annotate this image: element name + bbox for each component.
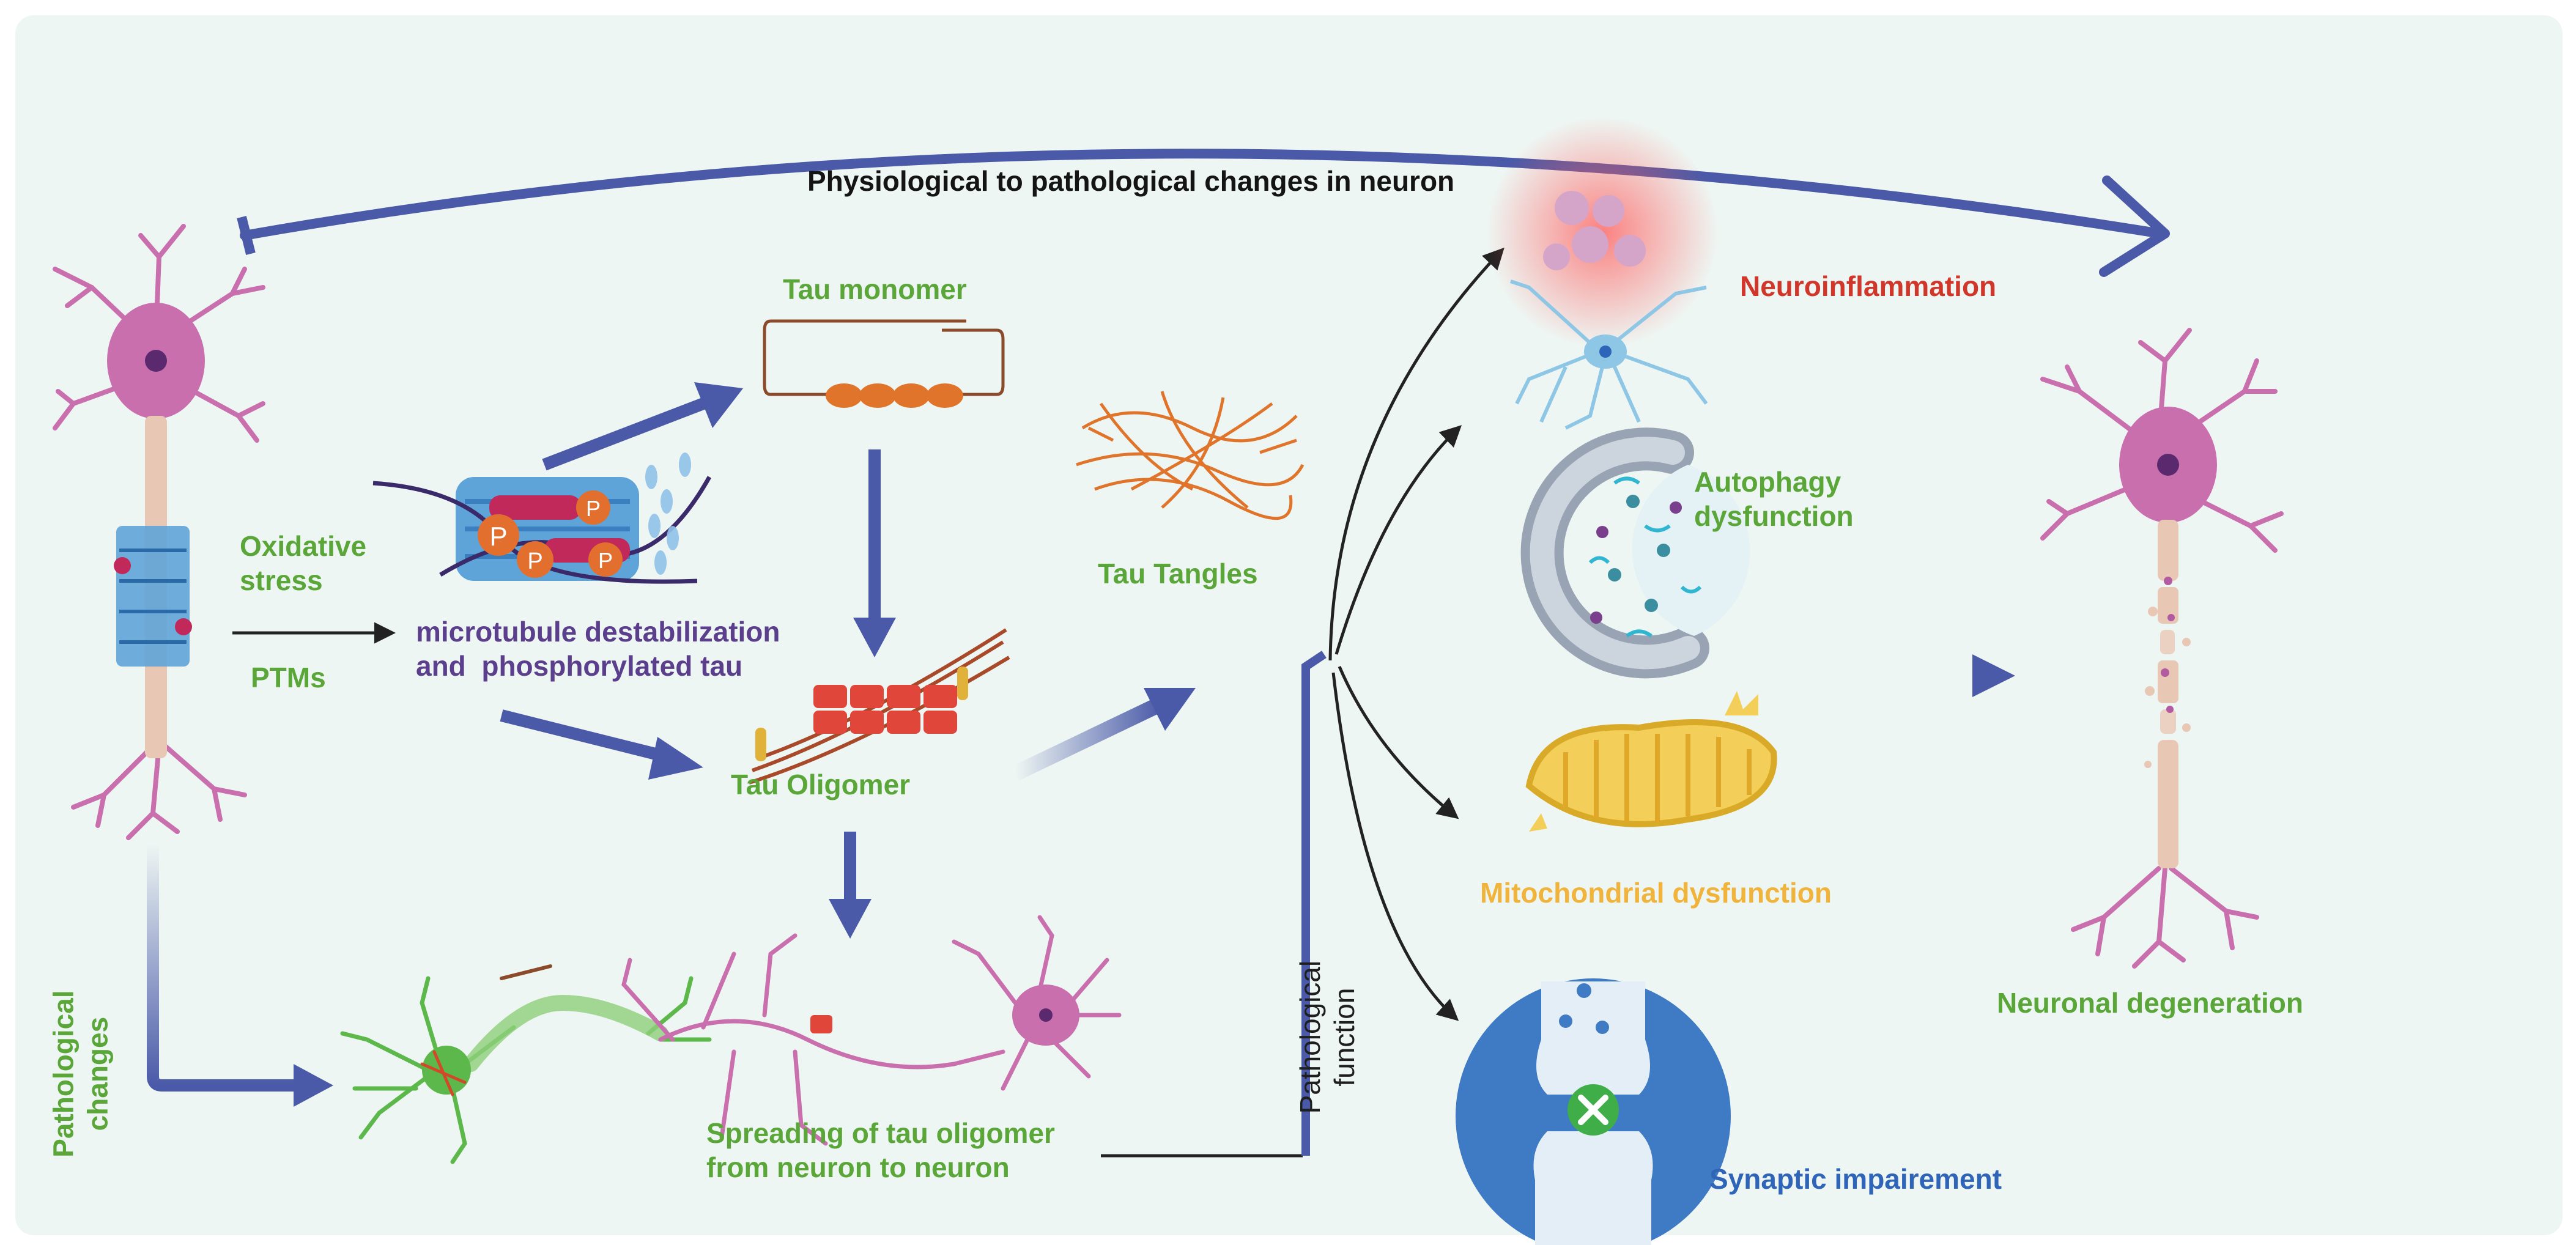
- arrow-monomer-down: [853, 449, 896, 657]
- svg-text:P: P: [489, 522, 507, 552]
- tau-monomer-label: Tau monomer: [783, 273, 967, 305]
- phospho-site-3: [576, 490, 610, 525]
- pathological-changes-label: Pathological changes: [47, 990, 114, 1158]
- oxidative-stress-label: Oxidative stress: [240, 530, 367, 597]
- neuroinflammation-label: Neuroinflammation: [1740, 270, 1997, 302]
- neuroinflammation-illustration: [1486, 116, 1719, 430]
- synaptic-label: Synaptic impairement: [1709, 1163, 2002, 1195]
- phospho-site-2: [517, 541, 553, 578]
- degenerating-neuron-right: [2040, 328, 2284, 969]
- tau-oligomer-label: Tau Oligomer: [731, 769, 911, 800]
- pathological-changes-arrow: [147, 844, 333, 1107]
- mitochondria-illustration: [1525, 691, 1777, 832]
- phospho-site-4: [588, 542, 623, 577]
- neuronal-degeneration-label: Neuronal degeneration: [1997, 987, 2303, 1019]
- svg-text:P: P: [586, 496, 601, 521]
- effect-arrows: [1328, 247, 1505, 1021]
- arrow-to-oligomer: [500, 709, 703, 780]
- pathological-function-connector: [1101, 651, 1327, 1158]
- autophagy-label: Autophagy dysfunction: [1694, 466, 1854, 533]
- microtubule-illustration: P P P P: [372, 453, 712, 584]
- arrow-to-monomer: [542, 382, 743, 471]
- top-arc-arrow: [237, 149, 2170, 277]
- top-arc-label: Physiological to pathological changes in…: [807, 165, 1455, 197]
- tau-oligomer-illustration: [749, 628, 1010, 785]
- tau-monomer-illustration: [763, 319, 1005, 408]
- phospho-site-1: [478, 514, 519, 556]
- ptms-label: PTMs: [251, 662, 326, 693]
- neuron-left-microtubule-patch: [114, 526, 192, 667]
- pathological-function-label: Pathological function: [1294, 960, 1361, 1114]
- mitochondrial-label: Mitochondrial dysfunction: [1480, 877, 1832, 909]
- arrow-oligomer-down: [829, 832, 872, 939]
- arrow-oligomer-to-tangles: [1012, 688, 1196, 781]
- neuron-right-fragmented-axon: [2144, 587, 2191, 868]
- spreading-label: Spreading of tau oligomer from neuron to…: [706, 1117, 1055, 1184]
- spreading-neurons-illustration: [340, 915, 1122, 1164]
- tau-tangles-label: Tau Tangles: [1098, 558, 1258, 589]
- autophagy-illustration: [1520, 427, 1750, 679]
- svg-text:P: P: [598, 548, 613, 573]
- tau-tangles-illustration: [1076, 391, 1305, 520]
- svg-text:P: P: [527, 549, 542, 574]
- diagram-background: [15, 15, 2563, 1235]
- synapse-illustration: [1456, 978, 1731, 1245]
- arrow-to-degeneration: [1780, 654, 2015, 697]
- microtubule-label: microtubule destabilization and phosphor…: [416, 616, 780, 682]
